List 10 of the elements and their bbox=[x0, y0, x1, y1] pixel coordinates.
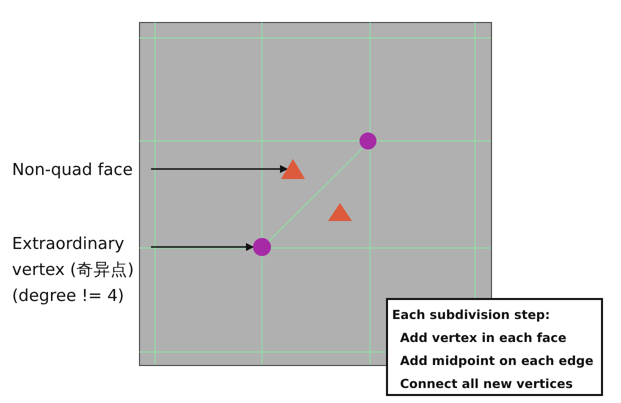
note-line: Connect all new vertices bbox=[399, 375, 574, 393]
note-line: Add midpoint on each edge bbox=[399, 352, 594, 370]
leader-arrow bbox=[151, 243, 254, 251]
note-heading: Each subdivision step: bbox=[392, 306, 551, 324]
note-line: Add vertex in each face bbox=[399, 329, 568, 347]
note-box bbox=[386, 298, 603, 396]
leader-arrow bbox=[151, 165, 288, 173]
callout-label: Extraordinary vertex (奇异点) (degree != 4) bbox=[12, 231, 137, 309]
triangle-marker bbox=[281, 159, 305, 179]
callout-label: Non-quad face bbox=[12, 157, 137, 183]
